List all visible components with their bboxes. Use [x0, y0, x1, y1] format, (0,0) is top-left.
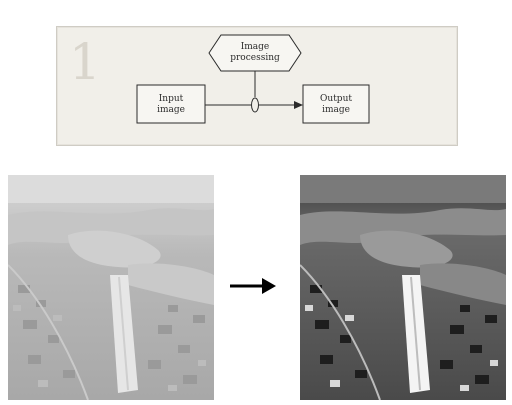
output-label-1: Output — [320, 94, 352, 104]
diagram-scan: 1 Image processing Input image Output im… — [56, 26, 458, 146]
output-image-box — [302, 84, 370, 124]
output-aerial-photo — [300, 175, 506, 400]
processing-label-1: Image — [241, 42, 270, 52]
processing-hexagon — [208, 34, 302, 72]
input-label-2: image — [157, 105, 185, 115]
flow-arrowhead-icon — [294, 101, 303, 109]
processing-label-2: processing — [230, 53, 280, 63]
switch-ellipse — [251, 97, 259, 113]
ghost-number: 1 — [69, 33, 101, 91]
flow-diagram: Image processing Input image Output imag… — [136, 34, 370, 124]
input-image-box — [136, 84, 206, 124]
input-label-1: Input — [159, 94, 184, 104]
transform-arrow-icon — [230, 278, 276, 294]
output-label-2: image — [322, 105, 350, 115]
input-aerial-photo — [8, 175, 214, 400]
